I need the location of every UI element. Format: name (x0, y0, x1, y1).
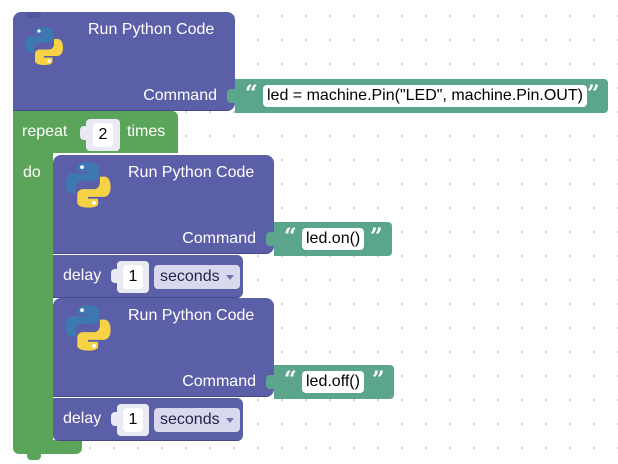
python-logo-icon (65, 162, 111, 208)
delay-block-1[interactable]: delay 1 seconds (53, 255, 243, 298)
do-label: do (23, 164, 41, 181)
delay-label: delay (63, 267, 102, 284)
times-label: times (127, 123, 166, 140)
open-quote: “ (284, 367, 297, 393)
command-text-block-3[interactable]: “ led.off() ” (274, 365, 394, 399)
repeat-bottom-notch (27, 454, 41, 460)
delay-unit-dropdown[interactable]: seconds (154, 408, 240, 432)
delay-unit-value: seconds (160, 268, 220, 285)
delay-block-2[interactable]: delay 1 seconds (53, 398, 243, 441)
python-logo-icon (65, 305, 111, 351)
open-quote: “ (284, 224, 297, 250)
repeat-count-block[interactable]: 2 (86, 119, 120, 151)
block-title: Run Python Code (128, 307, 255, 324)
close-quote: ” (370, 224, 383, 250)
block-title: Run Python Code (128, 164, 255, 181)
delay-label: delay (63, 410, 102, 427)
command-label: Command (143, 87, 217, 104)
delay-unit-dropdown[interactable]: seconds (154, 265, 240, 289)
repeat-block-footer (13, 440, 82, 454)
delay-value-input[interactable]: 1 (123, 265, 143, 289)
command-input-field[interactable]: led.off() (302, 371, 364, 393)
command-label: Command (182, 230, 256, 247)
delay-value-socket (111, 269, 119, 283)
run-python-block-3[interactable]: Run Python Code Command (53, 298, 274, 397)
command-input-socket (227, 89, 235, 103)
chevron-down-icon (225, 275, 234, 280)
command-input-socket (266, 232, 274, 246)
repeat-count-socket (80, 126, 88, 140)
run-python-block-1[interactable]: Run Python Code Command (13, 12, 235, 111)
repeat-block-arm (13, 153, 53, 448)
chevron-down-icon (225, 418, 234, 423)
command-text-block-2[interactable]: “ led.on() ” (274, 222, 392, 256)
repeat-count-input[interactable]: 2 (93, 123, 113, 147)
run-python-block-2[interactable]: Run Python Code Command (53, 155, 274, 254)
block-title: Run Python Code (88, 21, 215, 38)
command-input-field[interactable]: led = machine.Pin("LED", machine.Pin.OUT… (263, 85, 587, 107)
python-logo-icon (25, 27, 63, 65)
command-input-socket (266, 375, 274, 389)
delay-unit-value: seconds (160, 411, 220, 428)
delay-value-input[interactable]: 1 (123, 408, 143, 432)
block-top-notch (27, 12, 41, 18)
delay-value-block[interactable]: 1 (117, 404, 149, 436)
delay-value-socket (111, 412, 119, 426)
close-quote: ” (587, 81, 600, 107)
delay-value-block[interactable]: 1 (117, 261, 149, 293)
repeat-label: repeat (22, 123, 68, 140)
command-label: Command (182, 373, 256, 390)
command-input-field[interactable]: led.on() (302, 228, 365, 250)
close-quote: ” (372, 367, 385, 393)
command-text-block-1[interactable]: “ led = machine.Pin("LED", machine.Pin.O… (235, 79, 608, 113)
open-quote: “ (245, 81, 258, 107)
